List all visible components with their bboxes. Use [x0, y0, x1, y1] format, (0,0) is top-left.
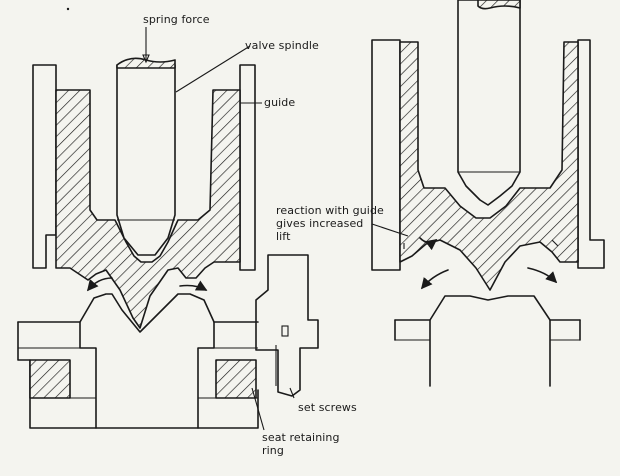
right-flow-arrow-1	[420, 269, 449, 290]
label-seat-retaining-line2: ring	[262, 444, 284, 457]
reaction-arrow	[419, 237, 438, 251]
left-flow-arrow-1	[86, 277, 113, 292]
right-valve-spindle	[457, 0, 521, 206]
right-guide-outer-wall	[239, 64, 256, 271]
label-guide: guide	[264, 96, 296, 109]
left-flow-arrow-2	[179, 280, 208, 291]
right-flow-arrow-2	[527, 267, 558, 284]
spring-force-arrowhead	[142, 54, 150, 64]
left-guide-outer-wall	[32, 64, 57, 269]
right-seat-body	[394, 295, 581, 321]
set-screw-slot	[281, 325, 289, 337]
left-disc-holder	[55, 89, 241, 329]
right-view-left-guide-wall	[371, 39, 401, 271]
right-view	[66, 0, 605, 387]
seat-ring-leader	[251, 387, 265, 431]
label-reaction-line3: lift	[276, 230, 291, 243]
reaction-leader	[371, 223, 409, 237]
label-reaction-line2: gives increased	[276, 217, 364, 230]
label-spring-force: spring force	[143, 13, 210, 26]
label-set-screws: set screws	[298, 401, 357, 414]
left-seat-body	[17, 293, 259, 333]
corner-mark	[66, 7, 70, 11]
right-view-right-guide-wall	[577, 39, 605, 269]
set-screws-leader	[289, 387, 295, 399]
valve-spindle-leader	[175, 45, 251, 93]
right-spindle-top	[477, 0, 521, 10]
label-seat-retaining-line1: seat retaining	[262, 431, 340, 444]
left-valve-spindle	[116, 64, 176, 256]
set-screw-housing	[255, 254, 319, 397]
left-ring-block	[29, 359, 71, 399]
right-disc-holder	[399, 41, 579, 291]
label-valve-spindle: valve spindle	[245, 39, 319, 52]
left-seat-inner	[79, 321, 215, 429]
right-ring-block	[215, 359, 257, 399]
left-view	[17, 27, 319, 431]
reaction-tick-2	[551, 239, 559, 247]
label-reaction-line1: reaction with guide	[276, 204, 384, 217]
right-seat-base	[394, 319, 581, 387]
